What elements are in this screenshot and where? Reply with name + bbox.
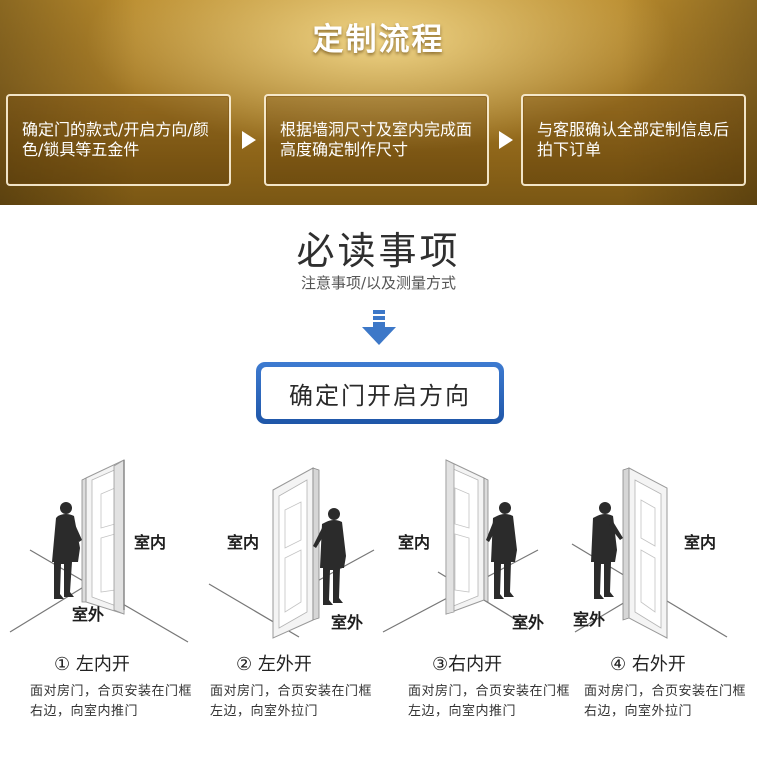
arrow-right-icon	[499, 131, 513, 149]
process-step-3-text: 与客服确认全部定制信息后拍下订单	[537, 120, 730, 159]
door-title: ② 左外开	[236, 654, 312, 675]
outside-label: 室外	[573, 610, 606, 629]
door-diagram-right-inward	[382, 459, 539, 633]
door-title: ① 左内开	[54, 654, 130, 675]
inside-label: 室内	[227, 533, 260, 552]
outside-label: 室外	[72, 605, 105, 624]
direction-heading: 确定门开启方向	[261, 367, 499, 419]
process-step-1: 确定门的款式/开启方向/颜色/锁具等五金件	[6, 94, 231, 186]
inside-label: 室内	[684, 533, 717, 552]
banner-title: 定制流程	[312, 22, 445, 58]
process-step-2-text: 根据墙洞尺寸及室内完成面高度确定制作尺寸	[280, 120, 473, 159]
must-read-title: 必读事项	[296, 229, 461, 273]
must-read-subtitle: 注意事项/以及测量方式	[300, 274, 457, 292]
inside-label: 室内	[134, 533, 167, 552]
arrow-right-icon	[242, 131, 256, 149]
door-diagram-left-inward	[9, 459, 189, 643]
direction-heading-box: 确定门开启方向	[256, 362, 504, 424]
process-banner: 定制流程 确定门的款式/开启方向/颜色/锁具等五金件 根据墙洞尺寸及室内完成面高…	[0, 0, 757, 205]
process-step-1-text: 确定门的款式/开启方向/颜色/锁具等五金件	[22, 120, 209, 159]
door-title: ④ 右外开	[610, 654, 686, 675]
process-step-2: 根据墙洞尺寸及室内完成面高度确定制作尺寸	[264, 94, 489, 186]
inside-label: 室内	[398, 533, 431, 552]
door-diagram-left-outward	[208, 467, 375, 639]
door-title: ③右内开	[432, 654, 503, 675]
door-description: 面对房门，合页安装在门框左边，向室外拉门	[210, 684, 373, 719]
door-description: 面对房门，合页安装在门框右边，向室内推门	[30, 684, 193, 719]
down-arrow-icon	[362, 310, 396, 345]
process-step-3: 与客服确认全部定制信息后拍下订单	[521, 94, 746, 186]
outside-label: 室外	[512, 613, 545, 632]
door-description: 面对房门，合页安装在门框左边，向室内推门	[408, 684, 571, 719]
door-description: 面对房门，合页安装在门框右边，向室外拉门	[584, 684, 747, 719]
outside-label: 室外	[331, 613, 364, 632]
door-diagram-right-outward	[571, 467, 728, 639]
